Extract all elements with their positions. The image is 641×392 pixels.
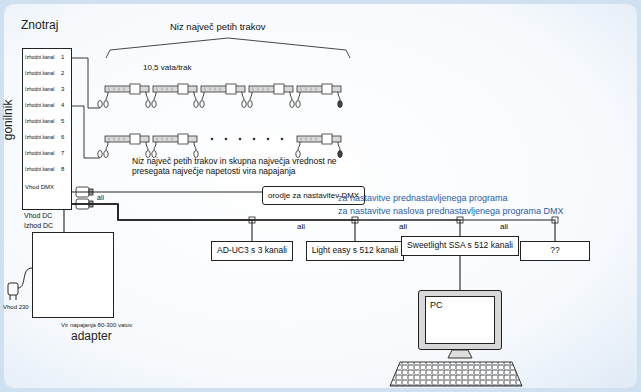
cable bbox=[459, 256, 460, 290]
led-strips bbox=[66, 57, 342, 172]
note: Niz največ petih trakov in skupna največ… bbox=[132, 157, 344, 177]
cable bbox=[72, 204, 355, 241]
channel-label: Izhodni kanal bbox=[25, 71, 54, 77]
note: za nastavitve prednastavljenega programa bbox=[338, 194, 508, 204]
channel-number: 6 bbox=[61, 134, 64, 141]
box-heading: Znotraj bbox=[21, 19, 58, 33]
cable bbox=[63, 210, 64, 232]
or-label: ali bbox=[297, 223, 305, 232]
screen-label: PC bbox=[425, 296, 495, 344]
controller-box: Sweetlight SSA s 512 kanali bbox=[401, 236, 519, 256]
box-note: Vir napajanja 80-300 vatov bbox=[61, 322, 132, 329]
power-plug bbox=[8, 268, 32, 300]
channel-label: Izhodni kanal bbox=[25, 119, 54, 125]
channel-number: 1 bbox=[61, 54, 64, 61]
channel-number: 3 bbox=[61, 86, 64, 93]
channel-number: 7 bbox=[61, 150, 64, 157]
note: za nastavitve naslova prednastavljenega … bbox=[338, 207, 564, 217]
port-label: Izhod DC bbox=[24, 222, 53, 230]
box-label: ?? bbox=[526, 246, 584, 256]
channel-label: Izhodni kanal bbox=[25, 151, 54, 157]
or-label: ali bbox=[96, 194, 105, 202]
or-label: ali bbox=[399, 223, 407, 232]
panel bbox=[4, 4, 637, 388]
controller-box: AD-UC3 s 3 kanali bbox=[211, 241, 293, 261]
computer bbox=[390, 350, 522, 386]
adapter-box: Vir napajanja 80-300 vatovadapter bbox=[32, 232, 114, 318]
bracket bbox=[106, 38, 350, 58]
channel-label: Izhodni kanal bbox=[25, 167, 54, 173]
port-label: Vhod DMX bbox=[25, 184, 54, 191]
port-label: Vhod DC bbox=[24, 212, 52, 220]
channel-number: 2 bbox=[61, 70, 64, 77]
box-label: AD-UC3 s 3 kanali bbox=[217, 246, 287, 256]
power-rating: 10,5 vata/trak bbox=[143, 64, 191, 73]
cable bbox=[72, 191, 262, 192]
controller-box: Light easy s 512 kanali bbox=[306, 241, 404, 261]
box-title: adapter bbox=[71, 330, 112, 344]
group-label: Niz največ petih trakov bbox=[170, 22, 266, 32]
channel-number: 4 bbox=[61, 102, 64, 109]
channel-label: Izhodni kanal bbox=[25, 103, 54, 109]
channel-label: Izhodni kanal bbox=[25, 87, 54, 93]
dmx-plugs bbox=[76, 187, 93, 209]
box-label: Sweetlight SSA s 512 kanali bbox=[407, 241, 513, 251]
channel-label: Izhodni kanal bbox=[25, 135, 54, 141]
or-label: ali bbox=[500, 223, 508, 232]
channel-number: 8 bbox=[61, 166, 64, 173]
box-title: gonilnik bbox=[2, 100, 16, 141]
port-label: Vhod 230 bbox=[3, 304, 29, 311]
channel-label: Izhodni kanal bbox=[25, 55, 54, 61]
channel-number: 5 bbox=[61, 118, 64, 125]
pc-monitor: PC bbox=[418, 290, 502, 350]
box-label: Light easy s 512 kanali bbox=[312, 246, 398, 256]
controller-box: ?? bbox=[520, 241, 590, 261]
